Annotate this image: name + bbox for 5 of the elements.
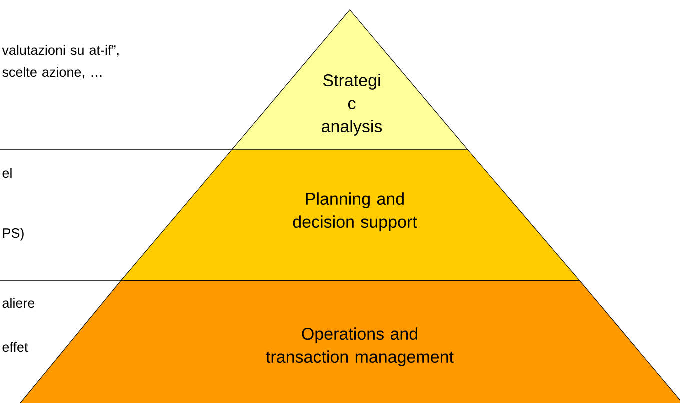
side-note: effet [2, 342, 28, 352]
side-note: el [2, 168, 12, 178]
side-note: valutazioni su at-if”, scelte azione, … [2, 45, 119, 79]
side-note: PS) [3, 228, 24, 241]
side-note: aliere [2, 298, 35, 308]
